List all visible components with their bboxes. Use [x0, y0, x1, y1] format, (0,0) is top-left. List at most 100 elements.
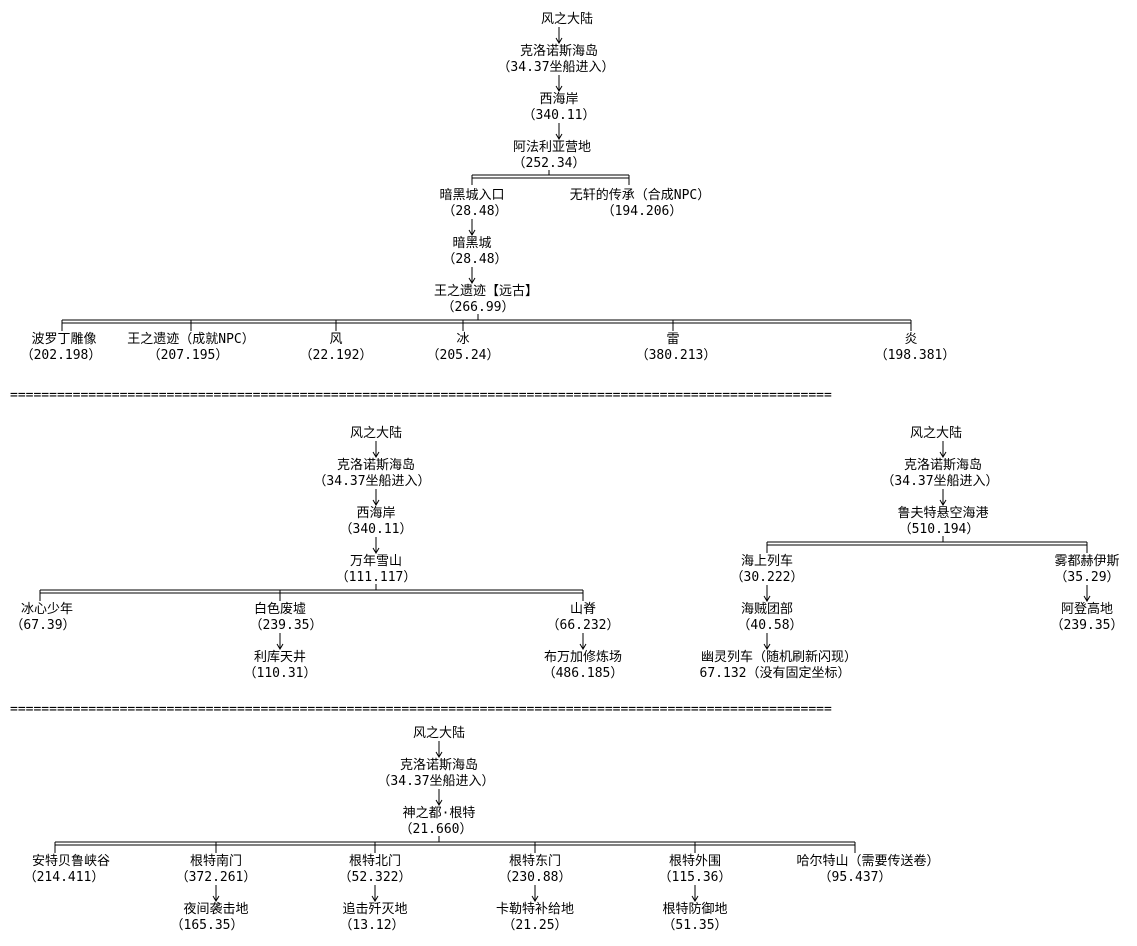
node-label: 安特贝鲁峡谷 [32, 854, 110, 869]
node-coord: 67.132（没有固定坐标） [700, 666, 851, 681]
arrow-head [763, 595, 771, 602]
node-t1-boluoding: 波罗丁雕像 （202.198） [21, 332, 102, 363]
node-t3-keluo: 克洛诺斯海岛 （34.37坐船进入） [881, 457, 998, 489]
node-coord: （30.222） [731, 570, 804, 585]
node-t3-wudu: 雾都赫伊斯 （35.29） [1054, 554, 1119, 585]
node-t2-buwan: 布万加修炼场 （486.185） [543, 650, 624, 681]
node-label: 冰心少年 [21, 602, 73, 617]
node-coord: （202.198） [21, 348, 102, 363]
node-t1-lei: 雷 （380.213） [636, 332, 717, 363]
arrow-head [212, 895, 220, 902]
node-coord: （115.36） [659, 870, 732, 885]
node-label: 冰 [456, 332, 469, 347]
tree-3: 风之大陆 克洛诺斯海岛 （34.37坐船进入） 鲁夫特悬空海港 （510.194… [700, 425, 1124, 681]
arrow-head [276, 643, 284, 650]
node-label: 海上列车 [741, 553, 793, 569]
node-label: 王之遗迹（成就NPC） [127, 332, 254, 347]
arrow-head [939, 451, 947, 458]
node-label: 夜间袭击地 [183, 902, 248, 917]
node-t3-fengzhi: 风之大陆 [910, 425, 962, 441]
node-label: 海贼团部 [741, 602, 793, 617]
node-coord: （34.37坐船进入） [497, 60, 614, 75]
node-coord: （372.261） [176, 870, 257, 885]
node-label: 利库天井 [254, 649, 306, 665]
node-t4-gentewai: 根特外围 （115.36） [659, 854, 732, 885]
node-coord: （13.12） [339, 918, 404, 933]
node-t2-keluo: 克洛诺斯海岛 （34.37坐船进入） [313, 457, 430, 489]
arrow-head [468, 277, 476, 284]
node-t4-gentedong: 根特东门 （230.88） [499, 854, 572, 885]
node-t3-lufute: 鲁夫特悬空海港 （510.194） [897, 506, 988, 537]
node-coord: （28.48） [442, 204, 507, 219]
node-coord: （110.31） [244, 666, 317, 681]
node-coord: （380.213） [636, 348, 717, 363]
arrow-head [435, 751, 443, 758]
tree-4: 风之大陆 克洛诺斯海岛 （34.37坐船进入） 神之都·根特 （21.660） … [24, 725, 940, 933]
node-label: 风之大陆 [413, 725, 465, 741]
node-t1-anhei-rk: 暗黑城入口 （28.48） [439, 188, 507, 219]
node-label: 神之都·根特 [403, 806, 476, 821]
node-t4-shenzhi: 神之都·根特 （21.660） [400, 806, 476, 837]
node-t1-wangzhi: 王之遗迹【远古】 （266.99） [434, 284, 538, 315]
node-t4-zhuiji: 追击歼灭地 （13.12） [339, 901, 407, 933]
node-label: 追击歼灭地 [342, 901, 407, 917]
node-t2-xihai: 西海岸 （340.11） [340, 506, 413, 537]
node-t2-fengzhi: 风之大陆 [350, 425, 402, 441]
arrow-head [763, 643, 771, 650]
node-t1-wangzhi-cj: 王之遗迹（成就NPC） （207.195） [127, 332, 254, 363]
node-t3-haizei: 海贼团部 （40.58） [737, 602, 802, 633]
node-coord: （266.99） [442, 300, 515, 315]
tree-2: 风之大陆 克洛诺斯海岛 （34.37坐船进入） 西海岸 （340.11） 万年雪… [10, 425, 623, 681]
node-label: 西海岸 [539, 92, 578, 107]
node-coord: （205.24） [427, 348, 500, 363]
node-t4-gentebei: 根特北门 （52.322） [339, 854, 412, 885]
node-label: 幽灵列车（随机刷新闪现） [701, 649, 857, 665]
node-coord: （239.35） [1051, 618, 1124, 633]
node-label: 无轩的传承（合成NPC） [570, 187, 710, 203]
node-t1-bing: 冰 （205.24） [427, 332, 500, 363]
node-coord: （34.37坐船进入） [377, 774, 494, 789]
node-coord: （52.322） [339, 870, 412, 885]
node-label: 雾都赫伊斯 [1054, 554, 1119, 569]
node-label: 阿登高地 [1061, 601, 1113, 617]
node-t3-haishang: 海上列车 （30.222） [731, 553, 804, 585]
arrow-head [435, 799, 443, 806]
node-coord: （40.58） [737, 618, 802, 633]
node-t1-fengzhi: 风之大陆 [541, 11, 593, 27]
node-t1-yan: 炎 （198.381） [875, 332, 956, 363]
node-t4-gentenan: 根特南门 （372.261） [176, 853, 257, 885]
node-coord: （252.34） [513, 156, 586, 171]
node-t4-keluo: 克洛诺斯海岛 （34.37坐船进入） [377, 757, 494, 789]
arrow-head [371, 895, 379, 902]
node-label: 王之遗迹【远古】 [434, 284, 538, 299]
node-coord: （22.192） [300, 348, 373, 363]
node-coord: （340.11） [523, 108, 596, 123]
node-coord: （67.39） [10, 618, 75, 633]
node-label: 布万加修炼场 [544, 650, 622, 665]
node-t4-ante: 安特贝鲁峡谷 （214.411） [24, 854, 110, 885]
node-t1-anhei: 暗黑城 （28.48） [442, 236, 507, 267]
node-t1-wuxuan: 无轩的传承（合成NPC） （194.206） [570, 187, 710, 219]
connector-lines [39, 27, 1091, 902]
tree-1: 风之大陆 克洛诺斯海岛 （34.37坐船进入） 西海岸 （340.11） 阿法利… [21, 11, 956, 363]
arrow-head [1083, 595, 1091, 602]
node-label: 克洛诺斯海岛 [400, 757, 478, 773]
node-label: 万年雪山 [350, 554, 402, 569]
arrow-head [555, 133, 563, 140]
node-label: 根特南门 [190, 853, 242, 869]
node-t2-liku: 利库天井 （110.31） [244, 649, 317, 681]
node-t3-adeng: 阿登高地 （239.35） [1051, 601, 1124, 633]
arrow-head [579, 643, 587, 650]
arrow-head [691, 895, 699, 902]
node-label: 鲁夫特悬空海港 [897, 506, 988, 521]
node-label: 克洛诺斯海岛 [904, 457, 982, 473]
node-coord: （28.48） [442, 252, 507, 267]
node-t3-youling: 幽灵列车（随机刷新闪现） 67.132（没有固定坐标） [700, 649, 857, 681]
node-label: 克洛诺斯海岛 [337, 457, 415, 473]
node-label: 根特防御地 [662, 901, 727, 917]
arrow-head [939, 499, 947, 506]
node-coord: （510.194） [899, 522, 980, 537]
node-coord: （21.25） [502, 918, 567, 933]
node-coord: （34.37坐船进入） [881, 474, 998, 489]
